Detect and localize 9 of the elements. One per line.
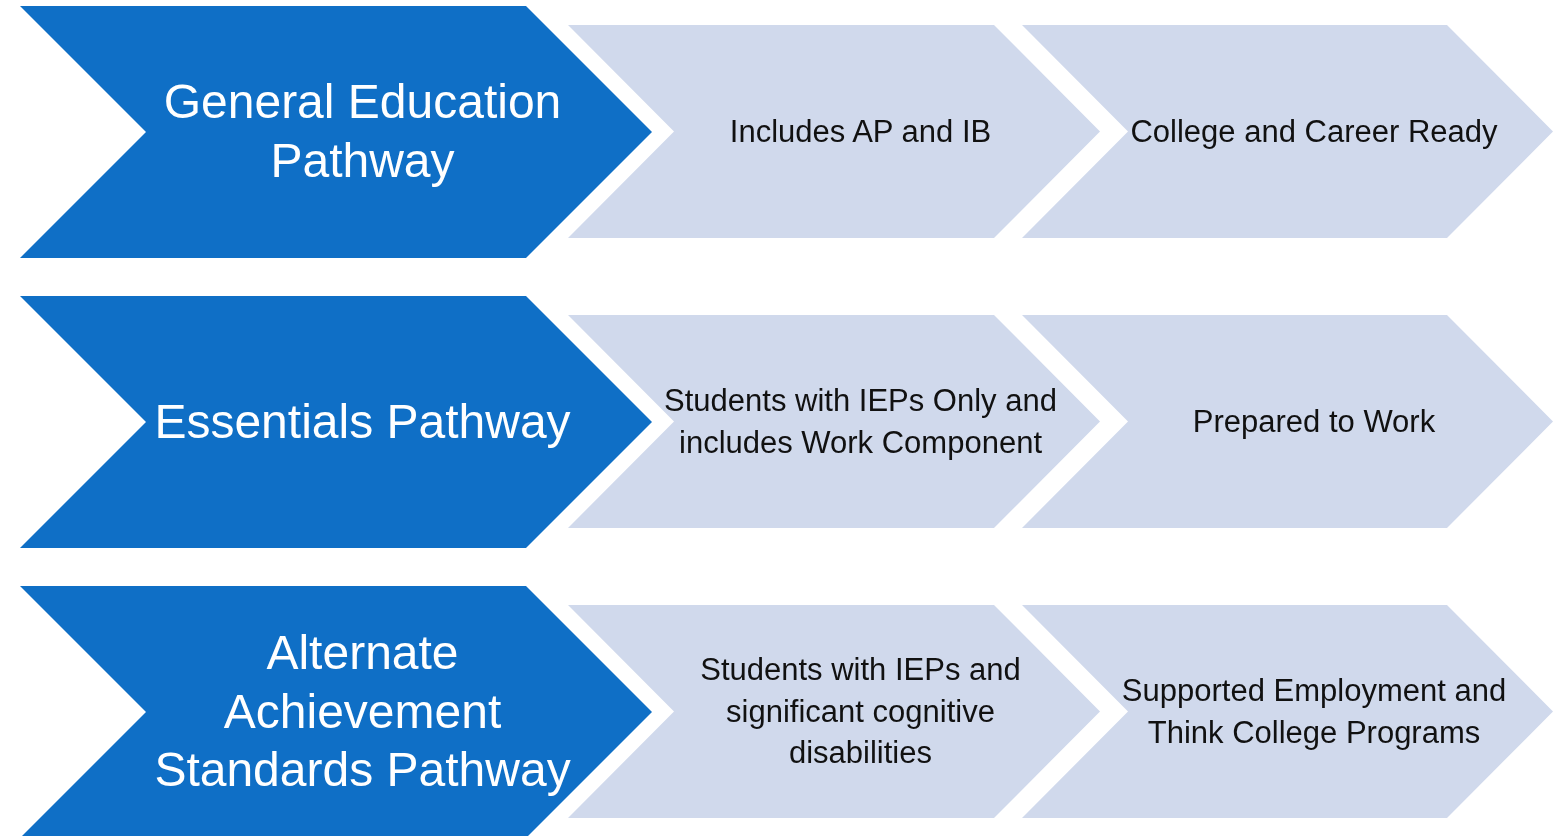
chevron-label: Supported Employment and Think College Programs	[1121, 672, 1507, 750]
chevron-label: Essentials Pathway	[154, 394, 571, 448]
chevron-label: Prepared to Work	[1192, 403, 1436, 439]
chevron-label: Students with IEPs and significant cognitive disabilities	[700, 651, 1021, 771]
chevron-label: Includes AP and IB	[729, 113, 992, 149]
chevron-label: General Education Pathway	[163, 75, 562, 187]
chevron-label: College and Career Ready	[1130, 113, 1498, 149]
chevron-label: Alternate Achievement Standards Pathway	[154, 626, 571, 797]
chevron-label: Students with IEPs Only and includes Work Component	[664, 382, 1057, 460]
